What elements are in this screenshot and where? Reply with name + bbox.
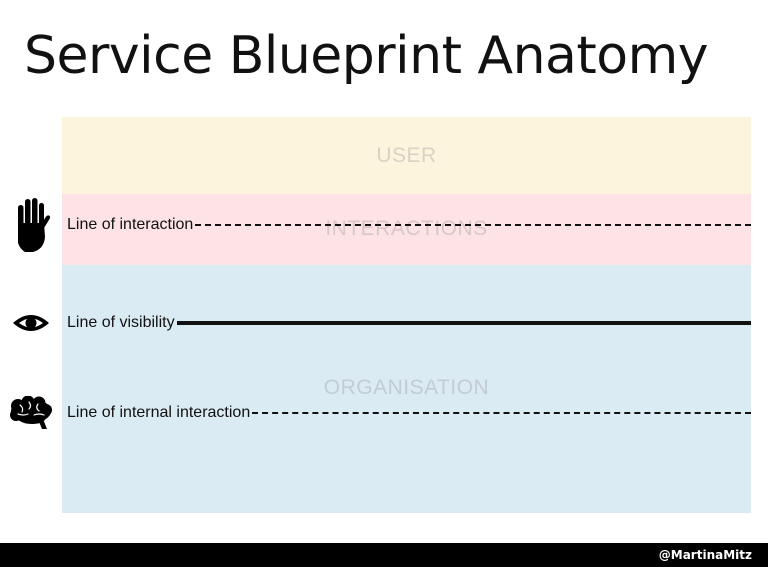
line-of-interaction: Line of interaction bbox=[67, 215, 751, 235]
line-of-visibility-label: Line of visibility bbox=[67, 314, 175, 331]
organisation-band: ORGANISATION bbox=[62, 265, 751, 513]
visibility-solid-line bbox=[176, 321, 751, 325]
hand-icon bbox=[18, 198, 51, 252]
organisation-band-label: ORGANISATION bbox=[323, 376, 490, 399]
internal-dashed-line bbox=[252, 412, 751, 414]
interactions-band: INTERACTIONS bbox=[62, 194, 751, 265]
interactions-band-label: INTERACTIONS bbox=[325, 217, 488, 240]
user-band: USER bbox=[62, 117, 751, 194]
user-band-label: USER bbox=[376, 144, 437, 167]
line-of-interaction-label: Line of interaction bbox=[67, 216, 194, 233]
brain-icon bbox=[10, 396, 52, 429]
line-of-internal-interaction-label: Line of internal interaction bbox=[67, 404, 251, 421]
page-title: Service Blueprint Anatomy bbox=[24, 26, 709, 86]
author-handle: @MartinaMitz bbox=[658, 548, 752, 562]
interaction-dashed-line bbox=[195, 224, 751, 226]
eye-icon bbox=[13, 315, 49, 331]
footer-bar: @MartinaMitz bbox=[0, 543, 768, 567]
line-of-internal-interaction: Line of internal interaction bbox=[67, 403, 751, 423]
line-of-visibility: Line of visibility bbox=[67, 313, 751, 333]
